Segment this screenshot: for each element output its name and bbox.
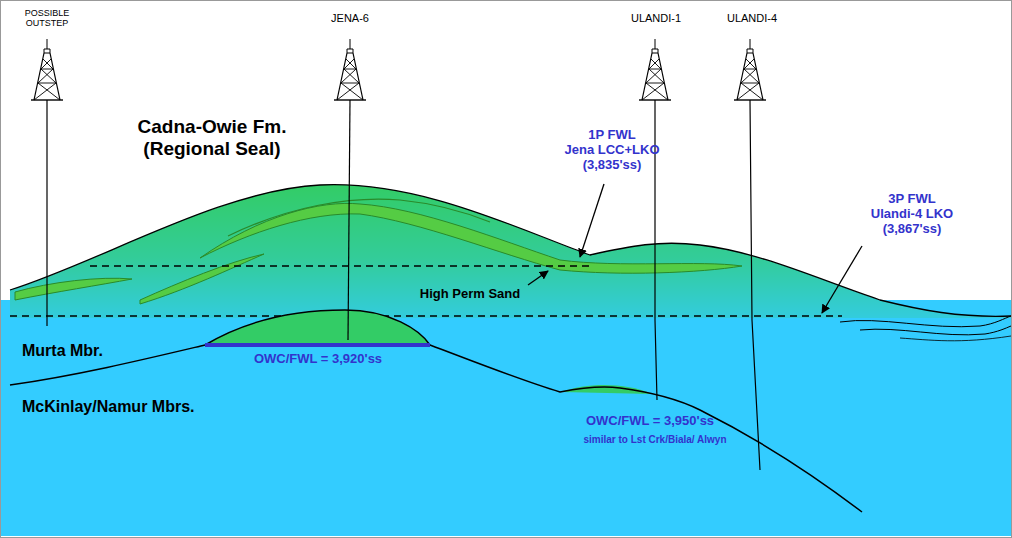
text-line: ULANDI-1 [631, 12, 681, 25]
text-line: POSSIBLE [25, 8, 70, 18]
drilling-rig [639, 39, 671, 100]
text-line: McKinlay/Namur Mbrs. [22, 398, 194, 416]
formation-name: Cadna-Owie Fm. (Regional Seal) [138, 116, 287, 160]
text-line: (3,867'ss) [871, 222, 953, 237]
text-line: OWC/FWL = 3,920'ss [254, 352, 382, 367]
well-name: ULANDI-1 [631, 12, 681, 25]
text-line: (Regional Seal) [138, 138, 287, 160]
owc-line [205, 343, 430, 347]
drilling-rig [334, 39, 366, 100]
text-line: High Perm Sand [420, 287, 520, 302]
fwl-label: 1P FWL Jena LCC+LKO (3,835'ss) [565, 128, 660, 173]
well-path [46, 100, 47, 326]
text-line: Jena LCC+LKO [565, 143, 660, 158]
analogue-note: similar to Lst Crk/Biala/ Alwyn [583, 434, 726, 446]
text-line: (3,835'ss) [565, 158, 660, 173]
text-line: 3P FWL [871, 192, 953, 207]
contact-label: OWC/FWL = 3,920'ss [254, 352, 382, 367]
text-line: similar to Lst Crk/Biala/ Alwyn [583, 434, 726, 446]
formation-name: McKinlay/Namur Mbrs. [22, 398, 194, 416]
lower-ground [1, 300, 1011, 536]
text-line: 1P FWL [565, 128, 660, 143]
text-line: OUTSTEP [25, 18, 70, 28]
text-line: JENA-6 [331, 12, 369, 25]
fwl-label: 3P FWL Ulandi-4 LKO (3,867'ss) [871, 192, 953, 237]
sand-lens [15, 278, 132, 300]
high-perm-sand [200, 203, 742, 273]
contact-label: OWC/FWL = 3,950'ss [586, 414, 714, 429]
text-line: Ulandi-4 LKO [871, 207, 953, 222]
lens-line [860, 326, 1011, 335]
formation-name: Murta Mbr. [22, 342, 103, 360]
text-line: Cadna-Owie Fm. [138, 116, 287, 138]
text-line: OWC/FWL = 3,950'ss [586, 414, 714, 429]
text-line: Murta Mbr. [22, 342, 103, 360]
seal-top [10, 185, 1011, 317]
sand-label: High Perm Sand [420, 287, 520, 302]
leader-arrow [528, 271, 548, 285]
fwl-3p-line [10, 315, 842, 317]
formation-boundary [10, 310, 862, 512]
jena-oil-column [205, 310, 430, 345]
leader-arrow [822, 246, 862, 313]
well-path [348, 100, 350, 340]
text-line: ULANDI-4 [727, 12, 777, 25]
fwl-1p-line [90, 265, 590, 267]
well-name: POSSIBLE OUTSTEP [25, 8, 70, 29]
well-path [750, 100, 760, 470]
regional-seal [10, 185, 1011, 318]
drilling-rig [31, 39, 63, 100]
lens-line [840, 316, 1011, 327]
well-name: ULANDI-4 [727, 12, 777, 25]
drilling-rig [734, 39, 766, 100]
leader-arrow [580, 184, 604, 257]
sand-lens [140, 254, 264, 304]
lens-line [900, 336, 1011, 341]
sand-stringer [228, 199, 490, 236]
well-name: JENA-6 [331, 12, 369, 25]
